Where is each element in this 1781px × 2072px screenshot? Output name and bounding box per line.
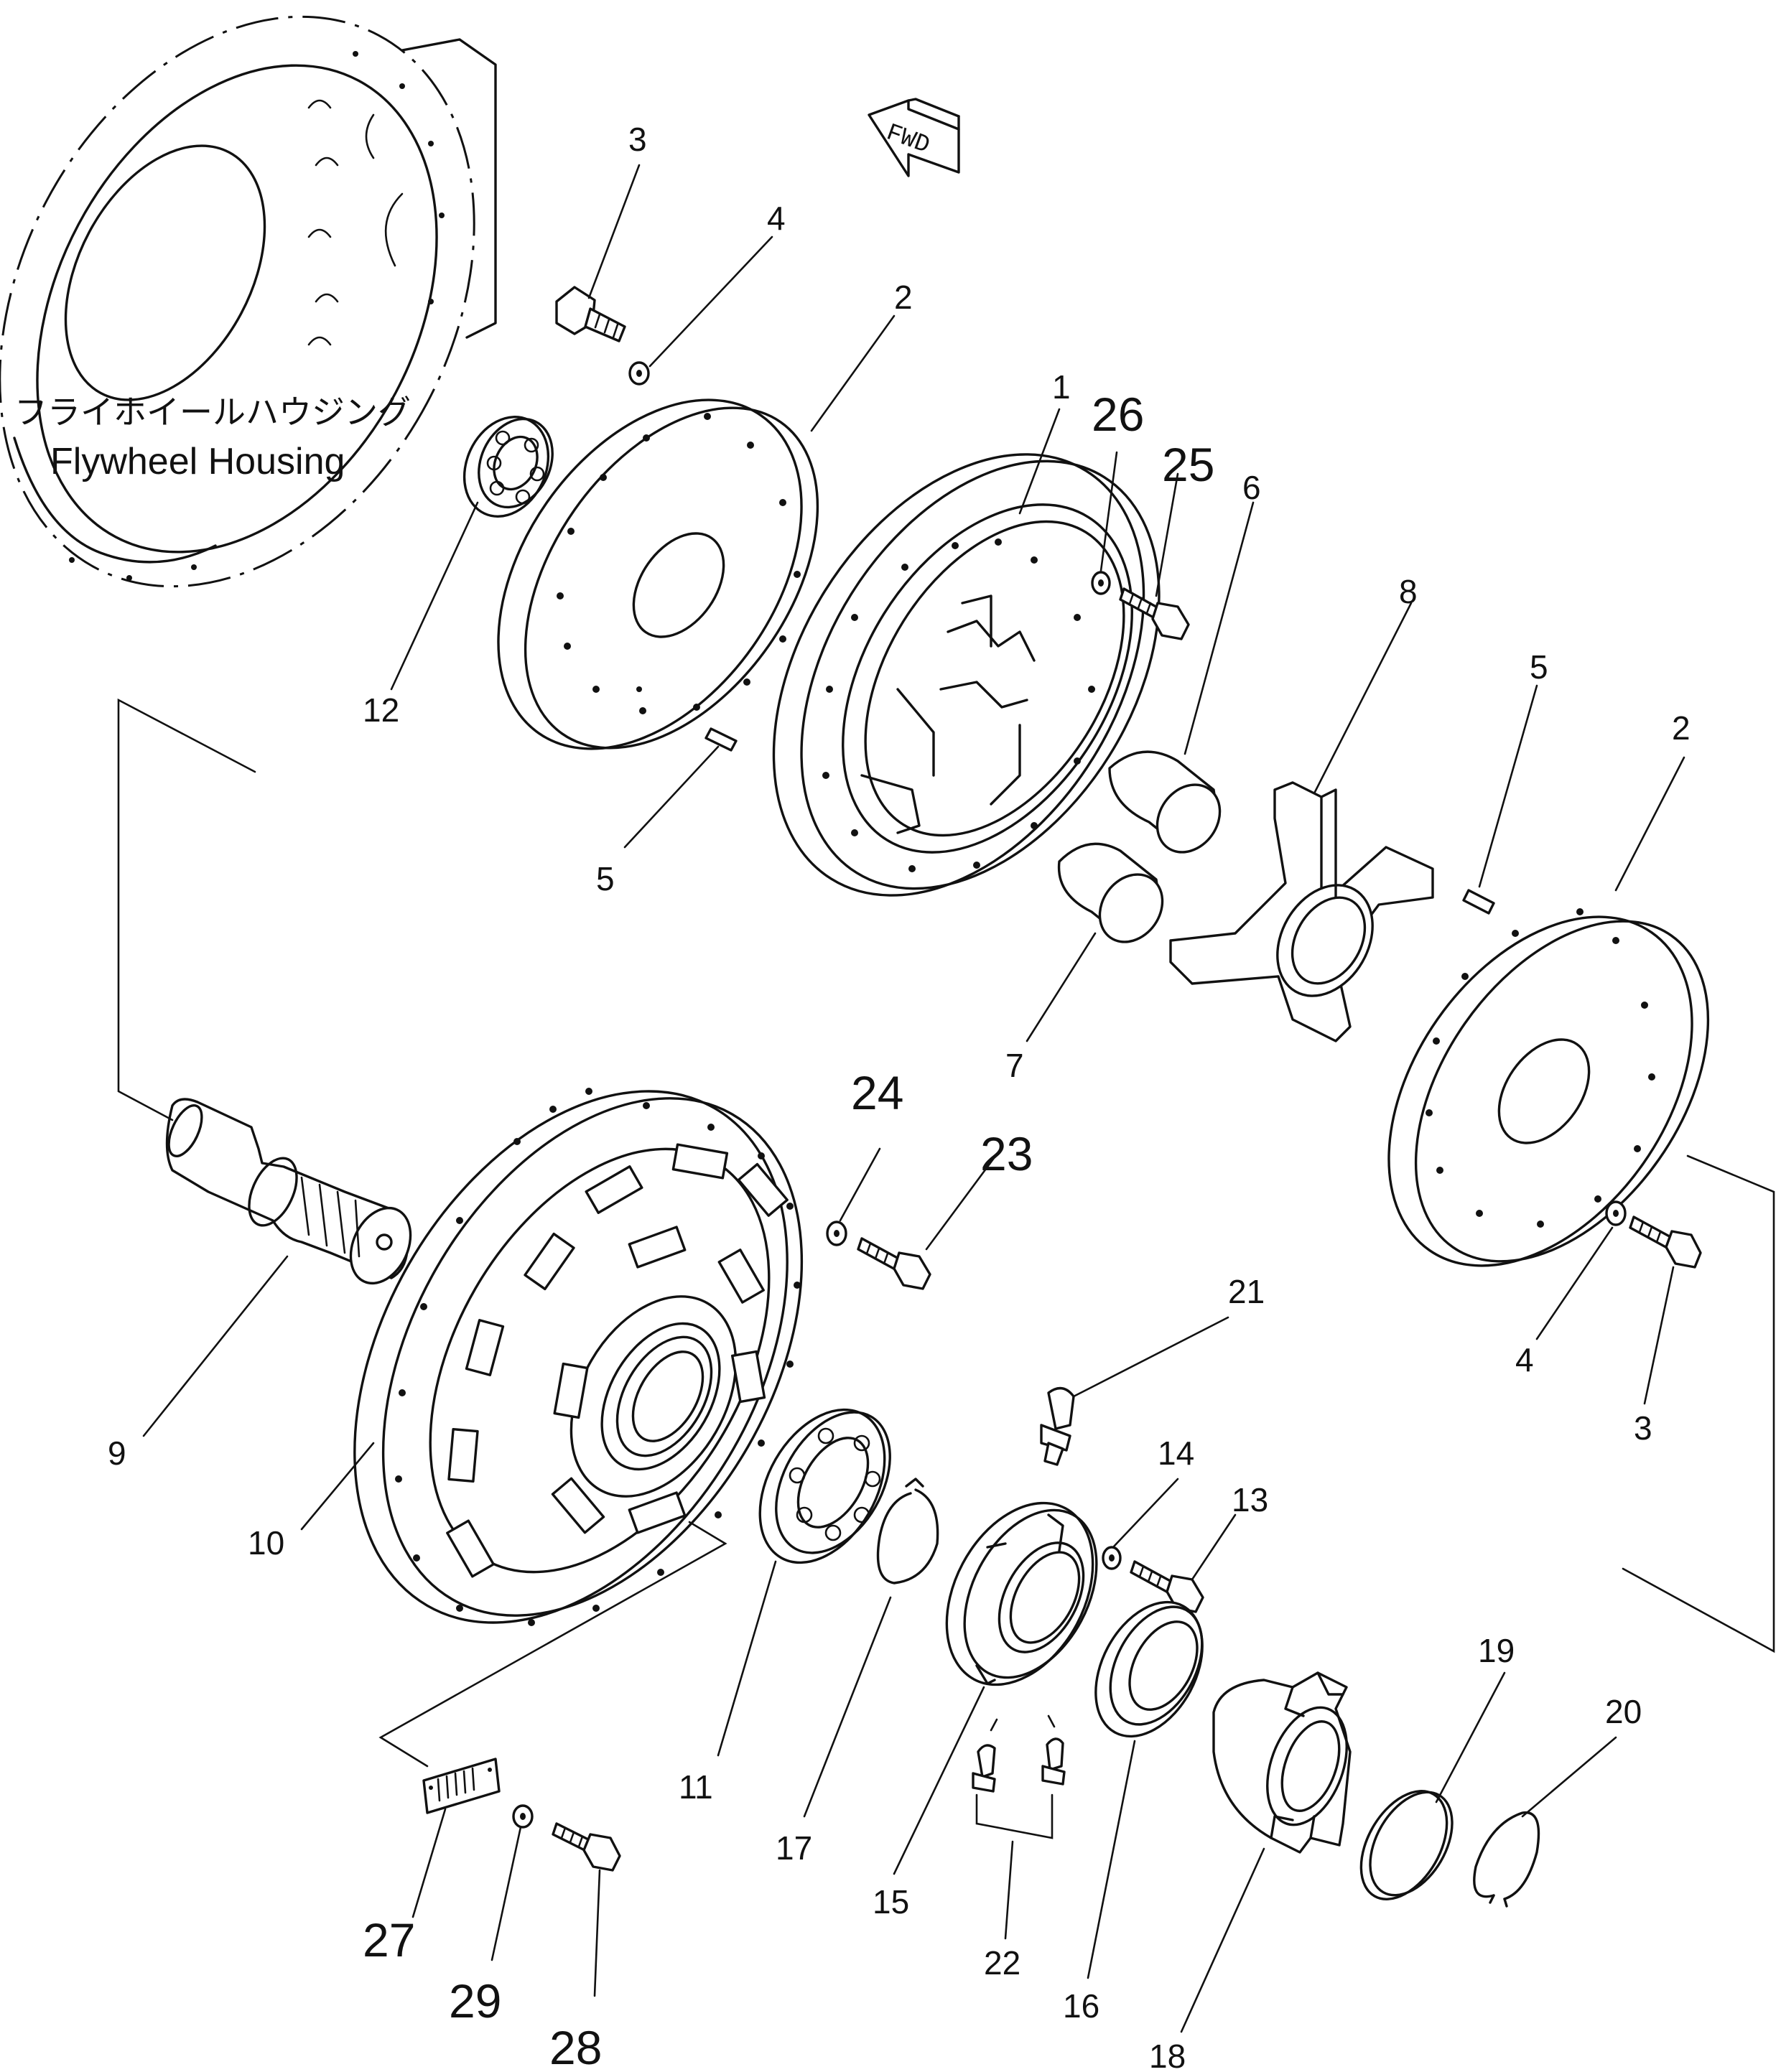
- housing-label-en: Flywheel Housing: [50, 441, 345, 482]
- bolt-3-right: [1629, 1215, 1702, 1269]
- cap-19: [1359, 1790, 1454, 1900]
- grease-fittings-22: [972, 1714, 1066, 1793]
- bearing-11: [758, 1408, 891, 1564]
- callout-18: 18: [1149, 2038, 1186, 2072]
- callout-22: 22: [984, 1944, 1020, 1982]
- bolt-28: [552, 1822, 621, 1872]
- callout-17: 17: [776, 1829, 812, 1867]
- fwd-arrow-icon: FWD: [868, 98, 960, 177]
- rubber-block-6: [1108, 750, 1222, 854]
- bolt-25: [1119, 587, 1190, 640]
- spider-hub-8: [1169, 781, 1434, 1042]
- callout-27: 27: [363, 1913, 415, 1966]
- assembly-lines: [117, 698, 1775, 1839]
- callout-4-right: 4: [1515, 1341, 1534, 1378]
- yoke-18: [1212, 1671, 1352, 1854]
- callout-28: 28: [549, 2021, 602, 2072]
- washer-29: [512, 1804, 534, 1829]
- callout-16: 16: [1063, 1987, 1099, 2025]
- flange-10: [353, 1088, 804, 1626]
- bolt-3-top: [555, 286, 626, 342]
- callout-12: 12: [363, 691, 399, 729]
- washer-4-right: [1605, 1200, 1627, 1226]
- washer-26: [1091, 571, 1111, 595]
- callout-23: 23: [980, 1127, 1033, 1180]
- callout-8: 8: [1399, 573, 1418, 610]
- callout-15: 15: [873, 1883, 909, 1921]
- callout-14: 14: [1158, 1434, 1194, 1472]
- callout-20: 20: [1605, 1693, 1642, 1730]
- callout-26: 26: [1092, 388, 1144, 441]
- bearing-retainer-15: [945, 1501, 1098, 1686]
- washer-24: [826, 1221, 847, 1246]
- plate-2-top: [497, 398, 819, 750]
- rubber-block-7: [1057, 842, 1164, 943]
- shaft-9: [165, 1098, 412, 1285]
- callout-labels: 3 4 2 1 26 25 6 8 5 2 12 5 7 24 23 21 4 …: [108, 121, 1691, 2072]
- callout-5-right: 5: [1530, 648, 1548, 686]
- coupling-housing-1: [772, 453, 1161, 897]
- plate-2-right: [1387, 908, 1710, 1267]
- leader-lines: [142, 164, 1685, 2033]
- callout-21: 21: [1228, 1273, 1265, 1310]
- snap-ring-17: [876, 1478, 939, 1585]
- callout-3-right: 3: [1634, 1409, 1652, 1447]
- callout-2-top: 2: [894, 279, 913, 316]
- callout-13: 13: [1232, 1481, 1268, 1518]
- housing-label-jp: フライホイールハウジング: [14, 393, 411, 431]
- pin-5-top: [705, 727, 738, 752]
- callout-2-right: 2: [1672, 709, 1691, 747]
- callout-4-top: 4: [767, 200, 786, 237]
- oil-seal-16: [1094, 1600, 1204, 1738]
- callout-6: 6: [1242, 469, 1261, 506]
- callout-9: 9: [108, 1434, 126, 1472]
- snap-ring-20: [1473, 1811, 1540, 1908]
- callout-1: 1: [1052, 368, 1071, 406]
- nameplate-27: [422, 1758, 501, 1814]
- callout-3-top: 3: [628, 121, 647, 158]
- washer-14: [1102, 1546, 1122, 1570]
- bearing-12: [462, 416, 554, 518]
- callout-19: 19: [1478, 1632, 1515, 1669]
- callout-24: 24: [851, 1066, 903, 1119]
- pin-5-right: [1462, 889, 1495, 915]
- callout-29: 29: [449, 1974, 501, 2027]
- callout-25: 25: [1162, 438, 1214, 491]
- flywheel-housing: フライホイールハウジング Flywheel Housing: [0, 15, 497, 588]
- washer-4-top: [628, 361, 650, 386]
- callout-7: 7: [1005, 1047, 1024, 1084]
- grease-fitting-21: [1040, 1386, 1075, 1466]
- bolt-23: [857, 1237, 931, 1290]
- callout-5-top: 5: [596, 860, 615, 897]
- callout-10: 10: [248, 1524, 284, 1562]
- callout-11: 11: [679, 1768, 713, 1806]
